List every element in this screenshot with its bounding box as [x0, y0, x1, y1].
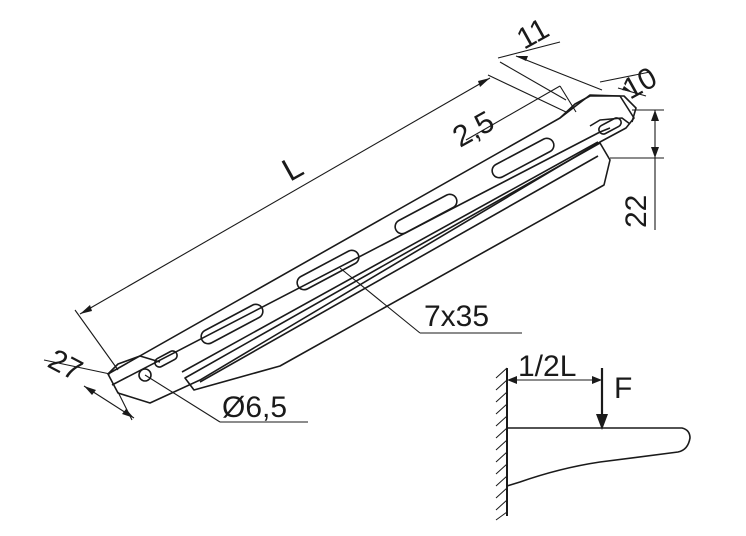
label-length: L [276, 148, 309, 188]
dimension-height [610, 109, 664, 230]
label-base-width: 27 [43, 343, 88, 388]
dimension-base-width [43, 359, 135, 421]
label-hole-diameter: Ø6,5 [222, 391, 287, 424]
label-slot-size: 7x35 [424, 300, 489, 333]
label-load-position: 1/2L [518, 350, 576, 383]
dimension-flange-width [599, 71, 651, 97]
mounting-hole [138, 368, 152, 382]
bracket-profile [506, 427, 691, 487]
label-flange-width: 10 [617, 61, 662, 106]
support-rib [184, 142, 611, 391]
wall-hatch [495, 367, 508, 521]
leader-hole [144, 374, 308, 423]
slots [138, 117, 622, 382]
load-diagram [495, 367, 691, 521]
slot [394, 193, 458, 235]
label-offset: 2,5 [447, 105, 499, 154]
force-arrowhead [596, 414, 608, 430]
label-height: 22 [620, 195, 653, 228]
slot [296, 249, 360, 291]
end-tab [107, 355, 161, 375]
label-force: F [614, 372, 632, 405]
dimension-offset [465, 85, 577, 141]
top-plate [107, 94, 635, 404]
leader-slot [339, 267, 522, 334]
small-slot [598, 117, 622, 135]
slot [491, 137, 555, 179]
small-slot [154, 350, 178, 368]
tip-flange-notch [589, 117, 631, 127]
fold-line-2 [181, 141, 599, 373]
slot [200, 303, 264, 345]
fold-line [111, 127, 611, 386]
dimension-length [74, 74, 567, 371]
dimension-top-width [497, 41, 603, 101]
label-top-width: 11 [511, 12, 554, 56]
rib-inner-edge [199, 155, 599, 383]
